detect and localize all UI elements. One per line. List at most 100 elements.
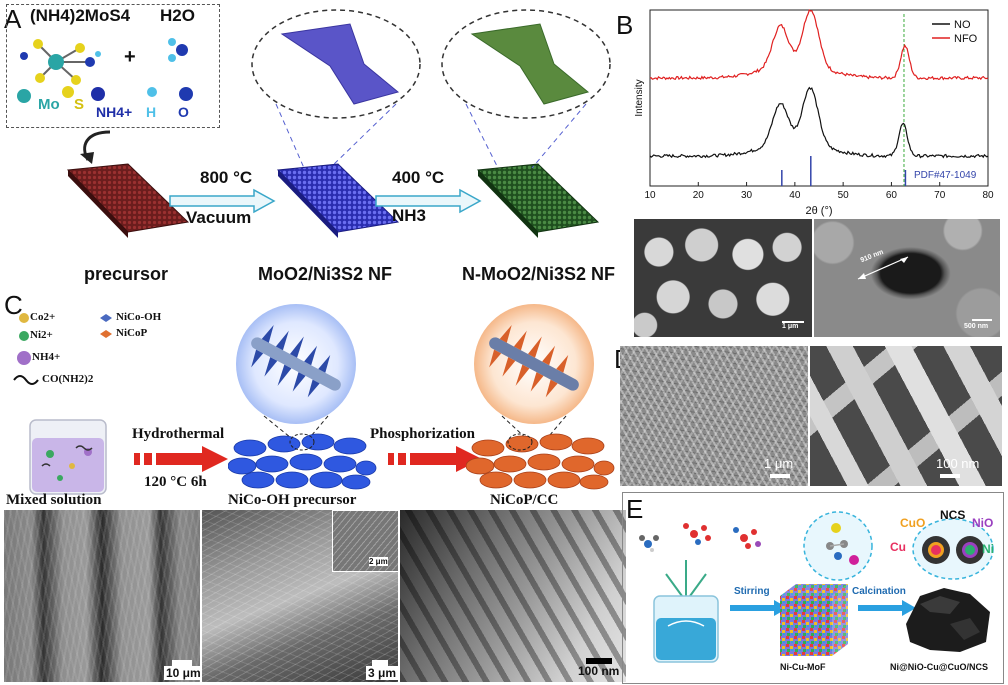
water-molecule bbox=[168, 38, 188, 62]
x-axis-label: 2θ (°) bbox=[805, 205, 832, 217]
sem-image-d2: 100 nm bbox=[810, 346, 1002, 486]
panel-a-letter: A bbox=[4, 4, 22, 34]
x-ticks: 10 20 30 40 50 60 70 80 bbox=[644, 182, 994, 201]
sem-image-b2: 910 nm 500 nm bbox=[814, 219, 1000, 337]
label-precursor: precursor bbox=[84, 264, 169, 284]
molecule-illustration bbox=[17, 38, 193, 103]
panel-c-legend-icons bbox=[13, 313, 112, 385]
plus-sign: + bbox=[124, 46, 136, 68]
scale-label-c3: 100 nm bbox=[578, 664, 620, 678]
legend-o: O bbox=[178, 104, 189, 120]
legend-no: NO bbox=[954, 19, 971, 31]
label-calcination: Calcination bbox=[852, 586, 906, 597]
xrd-chart: 10 20 30 40 50 60 70 80 Intensity 2θ (°) NO NFO… bbox=[634, 9, 994, 217]
legend-urea: CO(NH2)2 bbox=[42, 373, 94, 385]
legend-nh4c: NH4+ bbox=[32, 351, 61, 363]
scale-label-b2: 500 nm bbox=[964, 323, 989, 330]
label-mixed-solution: Mixed solution bbox=[6, 492, 102, 508]
legend-co: Co2+ bbox=[30, 311, 56, 323]
reference-lines bbox=[781, 14, 907, 186]
label-nio: NiO bbox=[972, 516, 994, 530]
x-tick-label: 80 bbox=[982, 190, 994, 201]
step-phosphorization: Phosphorization bbox=[370, 426, 476, 442]
x-tick-label: 30 bbox=[741, 190, 753, 201]
scale-label-c2: 3 μm bbox=[366, 666, 398, 680]
metal-salt-cluster-1 bbox=[683, 523, 711, 545]
legend-nfo: NFO bbox=[954, 33, 978, 45]
x-tick-label: 40 bbox=[789, 190, 801, 201]
product-zoom-circle bbox=[912, 518, 994, 580]
panel-c-letter: C bbox=[4, 290, 23, 320]
step1-temp: 800 °C bbox=[200, 168, 253, 187]
legend-ni: Ni2+ bbox=[30, 329, 53, 341]
water-formula: H2O bbox=[160, 6, 195, 25]
sem-inset-c2: 2 μm bbox=[332, 510, 398, 572]
x-tick-label: 20 bbox=[693, 190, 705, 201]
panel-e-precursors bbox=[639, 523, 761, 552]
legend-mo: Mo bbox=[38, 96, 60, 113]
nicop-carbon-cloth bbox=[466, 433, 615, 490]
label-product-e: Ni@NiO-Cu@CuO/NCS bbox=[890, 662, 989, 672]
x-tick-label: 60 bbox=[886, 190, 898, 201]
step-hydrothermal: Hydrothermal bbox=[132, 426, 225, 442]
legend-nicooh: NiCo-OH bbox=[116, 311, 162, 323]
ammonium-thiomolybdate-molecule bbox=[20, 39, 101, 85]
hydrothermal-condition: 120 °C 6h bbox=[144, 474, 207, 490]
phosphorization-arrow bbox=[388, 446, 482, 472]
calcination-arrow bbox=[858, 600, 916, 616]
step2-temp: 400 °C bbox=[392, 168, 445, 187]
hydrothermal-arrow bbox=[134, 446, 228, 472]
nmoo2-platelet bbox=[476, 163, 600, 238]
scale-label-inset: 2 μm bbox=[369, 557, 388, 566]
panel-b-letter: B bbox=[616, 10, 634, 40]
step2-arrow bbox=[375, 188, 482, 214]
mof-zoom-circle bbox=[803, 511, 873, 581]
sem-image-c2: 2 μm 3 μm bbox=[202, 510, 398, 682]
mof-cube bbox=[780, 584, 848, 656]
legend-nicop: NiCoP bbox=[116, 327, 148, 339]
reactant-formula: (NH4)2MoS4 bbox=[30, 6, 131, 25]
imidazole-molecule bbox=[639, 535, 659, 552]
scale-label-b1: 1 μm bbox=[782, 323, 799, 330]
precursor-platelet bbox=[66, 163, 190, 238]
label-ni: Ni bbox=[982, 542, 994, 556]
tem-image-c3: 100 nm bbox=[400, 510, 626, 682]
label-moo2: MoO2/Ni3S2 NF bbox=[258, 264, 393, 284]
sem-image-d1: 1 μm bbox=[620, 346, 808, 486]
x-tick-label: 50 bbox=[838, 190, 850, 201]
step2-condition: NH3 bbox=[392, 206, 427, 225]
sem-image-b1: 1 μm bbox=[634, 219, 812, 337]
nmoo2-zoom-ellipse bbox=[441, 9, 611, 169]
panel-e-beaker bbox=[653, 560, 719, 663]
xrd-series-nfo bbox=[649, 9, 989, 81]
label-cu: Cu bbox=[890, 540, 906, 554]
nicop-nanowire-zoom bbox=[474, 304, 594, 443]
scale-label-d2: 100 nm bbox=[936, 456, 980, 471]
legend-s: S bbox=[74, 96, 85, 113]
label-nicooh-precursor: NiCo-OH precursor bbox=[228, 492, 357, 508]
annotation-arrow bbox=[857, 256, 909, 280]
x-tick-label: 10 bbox=[644, 190, 656, 201]
step1-condition: Vacuum bbox=[186, 208, 252, 227]
moo2-platelet bbox=[276, 163, 400, 238]
label-stirring: Stirring bbox=[734, 586, 770, 597]
metal-salt-cluster-2 bbox=[733, 527, 761, 549]
scale-label-d1: 1 μm bbox=[764, 456, 794, 471]
label-nicop-cc: NiCoP/CC bbox=[490, 492, 559, 508]
scale-label-c1: 10 μm bbox=[164, 666, 200, 680]
label-mof: Ni-Cu-MoF bbox=[780, 662, 826, 672]
label-nmoo2: N-MoO2/Ni3S2 NF bbox=[462, 264, 616, 284]
nicooh-carbon-cloth bbox=[228, 433, 377, 490]
sem-image-c1: 10 μm bbox=[4, 510, 200, 682]
moo2-zoom-ellipse bbox=[251, 9, 421, 169]
product-carbon-sheet bbox=[906, 588, 990, 652]
legend-h: H bbox=[146, 104, 157, 120]
x-tick-label: 70 bbox=[934, 190, 946, 201]
label-cuo: CuO bbox=[900, 516, 926, 530]
beaker bbox=[29, 419, 107, 495]
step1-arrow bbox=[169, 188, 276, 214]
y-axis-label: Intensity bbox=[634, 79, 645, 116]
reactant-box bbox=[6, 4, 220, 128]
curved-arrow bbox=[80, 130, 111, 164]
legend-nh4: NH4+ bbox=[96, 104, 133, 120]
